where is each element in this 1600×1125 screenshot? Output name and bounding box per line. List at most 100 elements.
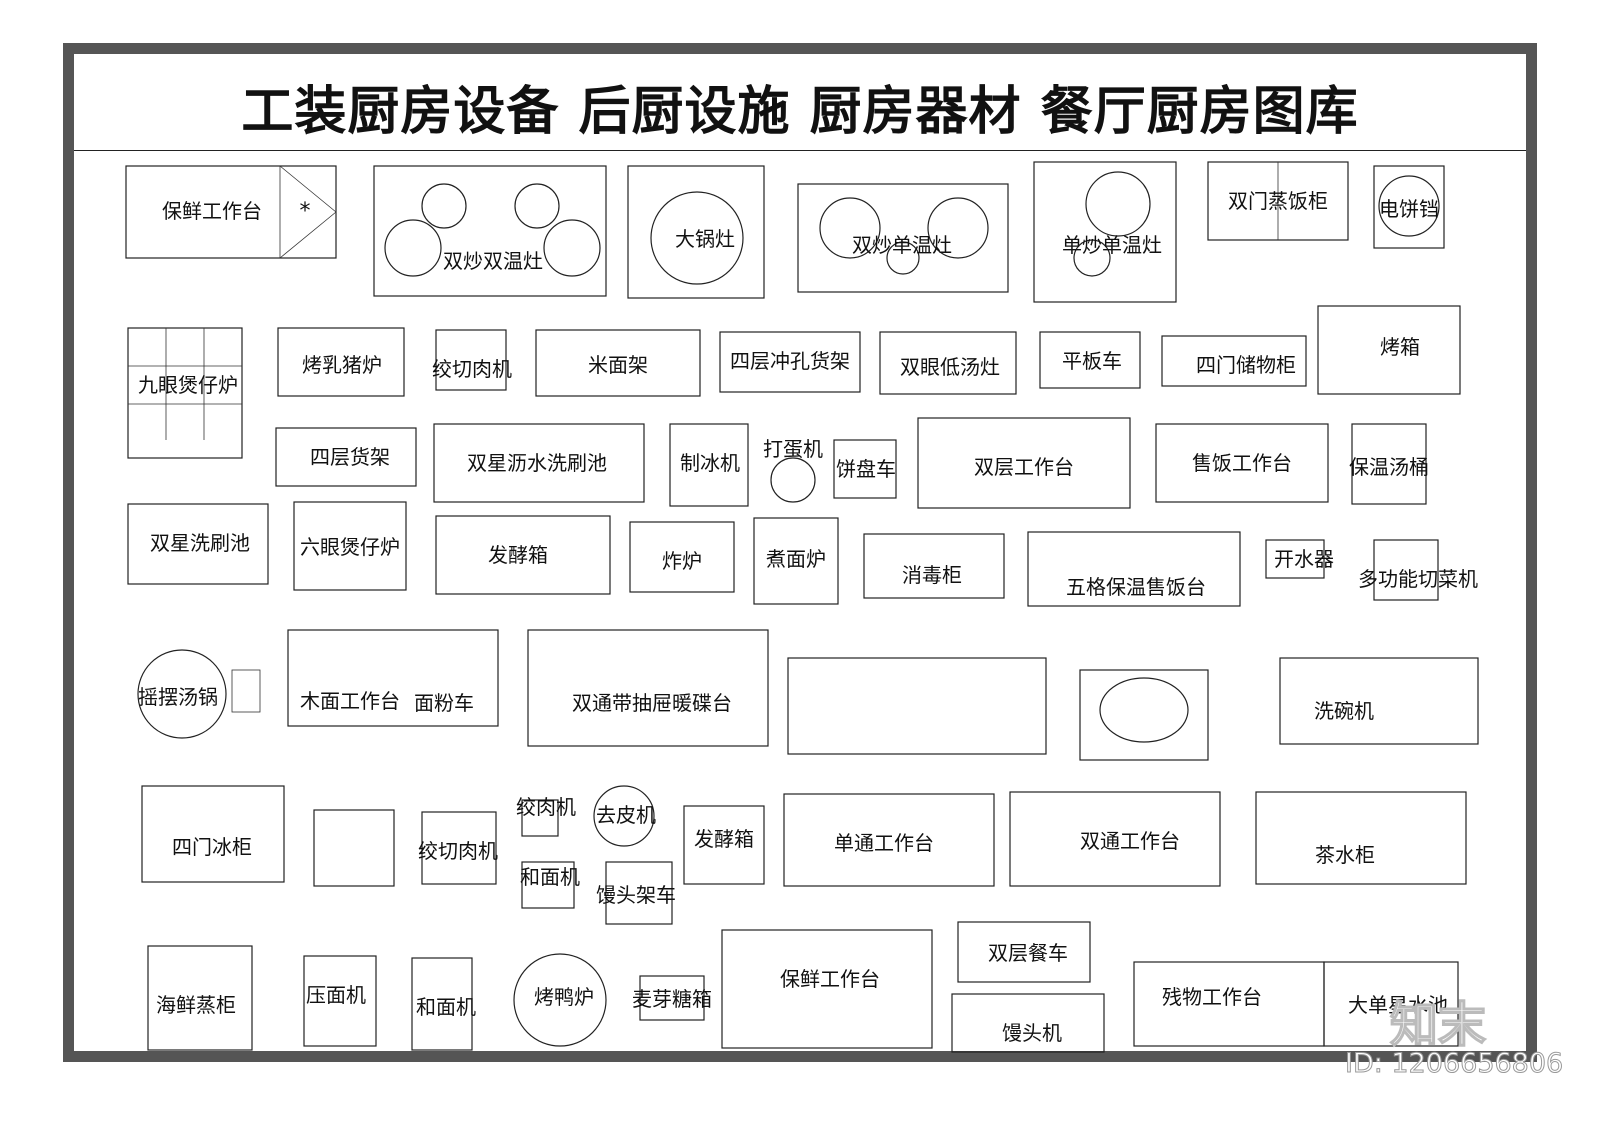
label-35: 面粉车 [414, 691, 474, 715]
double-deck-workbench [917, 417, 1131, 509]
dough-kneader [411, 957, 473, 1051]
label-5: 双门蒸饭柜 [1228, 189, 1328, 213]
label-37: 洗碗机 [1314, 699, 1374, 723]
label-6: 电饼铛 [1379, 197, 1439, 221]
label-9: 绞切肉机 [432, 357, 512, 381]
label-1: 双炒双温灶 [443, 249, 543, 273]
label-2: 大锅灶 [675, 227, 735, 251]
label-45: 单通工作台 [834, 831, 934, 855]
dishwasher-line [787, 657, 1479, 761]
soup-warmer [1351, 423, 1427, 505]
label-38: 四门冰柜 [172, 835, 252, 859]
label-22: 售饭工作台 [1192, 451, 1292, 475]
double-wok-single-stove [797, 183, 1009, 293]
label-4: 单炒单温灶 [1062, 233, 1162, 257]
label-54: 双层餐车 [988, 941, 1068, 965]
label-28: 煮面炉 [766, 547, 826, 571]
label-49: 压面机 [306, 983, 366, 1007]
wood-workbench [287, 629, 499, 727]
six-burner-stove [293, 501, 407, 591]
large-sink [1323, 961, 1459, 1047]
label-39: 绞切肉机 [418, 839, 498, 863]
label-3: 双炒单温灶 [852, 233, 952, 257]
label-24: 双星洗刷池 [150, 531, 250, 555]
label-8: 烤乳猪炉 [302, 353, 382, 377]
fresh-workbench-2 [721, 929, 933, 1049]
label-10: 米面架 [588, 353, 648, 377]
label-32: 多功能切菜机 [1358, 567, 1478, 591]
label-20: 饼盘车 [836, 457, 896, 481]
peeler [593, 785, 655, 847]
proofing-box-2 [683, 805, 765, 885]
single-pass-workbench [783, 793, 995, 887]
meat-grinder-square [313, 809, 395, 887]
steamed-bun-rack [605, 861, 673, 925]
oven [1317, 305, 1461, 395]
seafood-steamer [147, 945, 253, 1051]
label-53: 保鲜工作台 [780, 967, 880, 991]
double-sink [127, 503, 269, 585]
drawing-frame: 工装厨房设备 后厨设施 厨房器材 餐厅厨房图库 [63, 43, 1537, 1062]
noodle-press [303, 955, 377, 1047]
label-33: 摇摆汤锅 [138, 685, 218, 709]
label-18: 制冰机 [680, 451, 740, 475]
label-41: 去皮机 [596, 803, 656, 827]
label-21: 双层工作台 [974, 455, 1074, 479]
label-34: 木面工作台 [300, 689, 400, 713]
label-15: 烤箱 [1380, 335, 1420, 359]
label-19: 打蛋机 [763, 437, 823, 461]
label-55: 馒头机 [1002, 1021, 1062, 1045]
label-43: 发酵箱 [694, 827, 754, 851]
double-pass-workbench [1009, 791, 1221, 887]
label-46: 双通工作台 [1080, 829, 1180, 853]
egg-beater [770, 457, 816, 503]
noodle-cooker [753, 517, 839, 605]
proofing-box-1 [435, 515, 611, 595]
dough-mixer-small [521, 861, 575, 909]
fryer [629, 521, 735, 593]
rice-noodle-rack [535, 329, 701, 397]
image-id-label: ID: 1206656806 [1344, 1048, 1564, 1080]
double-sink-drain [433, 423, 645, 503]
label-25: 六眼煲仔炉 [300, 535, 400, 559]
serving-workbench [1155, 423, 1329, 503]
perforated-shelf [719, 331, 861, 393]
tea-cabinet [1255, 791, 1467, 885]
water-boiler [1265, 539, 1325, 579]
page-title: 工装厨房设备 后厨设施 厨房器材 餐厅厨房图库 [241, 82, 1359, 142]
label-50: 和面机 [416, 995, 476, 1019]
single-wok-stove [1033, 161, 1177, 303]
steamed-bun-machine [951, 993, 1105, 1053]
label-17: 双星沥水洗刷池 [467, 451, 607, 475]
tilting-kettle [137, 649, 261, 739]
label-51: 烤鸭炉 [534, 985, 594, 1009]
double-soup-stove [879, 331, 1017, 395]
double-wok-stove [373, 165, 607, 297]
label-16: 四层货架 [310, 445, 390, 469]
label-29: 消毒柜 [902, 563, 962, 587]
meat-cutter-1 [435, 329, 507, 391]
label-23: 保温汤桶 [1349, 455, 1429, 479]
label-56: 残物工作台 [1162, 985, 1262, 1009]
vegetable-cutter [1373, 539, 1439, 601]
label-31: 开水器 [1274, 547, 1334, 571]
label-48: 海鲜蒸柜 [156, 993, 236, 1017]
rice-steamer-cabinet [1207, 161, 1349, 241]
meat-cutter-2 [421, 811, 497, 885]
label-12: 双眼低汤灶 [900, 355, 1000, 379]
four-door-storage [1161, 335, 1307, 387]
five-compartment-counter [1027, 531, 1241, 607]
warming-cabinet [527, 629, 769, 747]
electric-griddle [1373, 165, 1445, 249]
watermark-logo: 知末 [1389, 996, 1487, 1054]
label-13: 平板车 [1062, 349, 1122, 373]
double-deck-cart [957, 921, 1091, 983]
label-7: 九眼煲仔炉 [138, 373, 238, 397]
disinfection-cabinet [863, 533, 1005, 599]
label-11: 四层冲孔货架 [730, 349, 850, 373]
nine-burner-stove [127, 327, 243, 459]
label-36: 双通带抽屉暖碟台 [572, 691, 732, 715]
big-wok-stove [627, 165, 765, 299]
label-14: 四门储物柜 [1196, 353, 1296, 377]
suckling-pig-oven [277, 327, 405, 397]
